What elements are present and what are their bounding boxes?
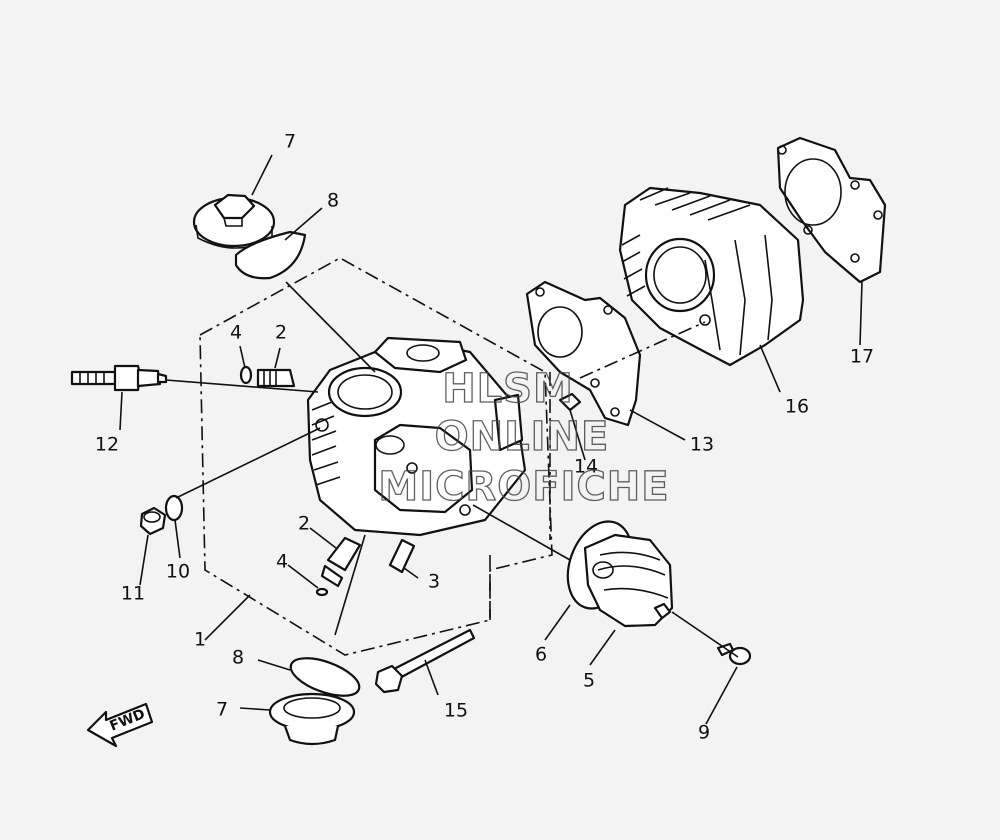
watermark: HLSM ONLINE MICROFICHE — [378, 365, 670, 510]
callout-8-bottom: 8 — [232, 647, 244, 669]
stud-bolt — [374, 628, 476, 694]
dowel-pin — [388, 538, 416, 574]
small-ring-upper — [239, 365, 253, 385]
callout-16: 16 — [785, 396, 809, 418]
callout-7-bottom: 7 — [216, 699, 228, 721]
washer — [164, 494, 184, 522]
callout-12: 12 — [95, 434, 119, 456]
valve-guide-upper — [256, 368, 296, 388]
small-ring-lower — [315, 587, 329, 597]
base-gasket — [776, 136, 887, 284]
callout-2-lower: 2 — [298, 513, 310, 535]
callout-4-lower: 4 — [276, 551, 288, 573]
leader-lines — [119, 154, 863, 725]
cylinder — [618, 186, 805, 367]
o-ring-bottom — [289, 657, 361, 697]
callout-3: 3 — [428, 571, 440, 593]
callout-labels: 7 8 4 2 12 10 11 2 4 3 1 8 7 15 6 5 9 14… — [95, 131, 874, 744]
callout-7-top: 7 — [284, 131, 296, 153]
callout-14: 14 — [574, 456, 598, 478]
callout-6: 6 — [535, 644, 547, 666]
valve-guide-lower — [320, 536, 362, 588]
callout-9: 9 — [698, 722, 710, 744]
callout-5: 5 — [583, 670, 595, 692]
callout-13: 13 — [690, 434, 714, 456]
cap-top — [192, 193, 276, 249]
callout-15: 15 — [444, 700, 468, 722]
callout-10: 10 — [166, 561, 190, 583]
forward-direction-arrow: FWD — [86, 702, 154, 748]
assembly-boundary — [199, 257, 553, 656]
head-gasket — [525, 280, 642, 427]
callout-11: 11 — [121, 583, 145, 605]
o-ring-top — [234, 230, 307, 280]
callout-17: 17 — [850, 346, 874, 368]
cylinder-head — [306, 336, 527, 537]
watermark-line-2: ONLINE — [435, 414, 610, 460]
watermark-line-3: MICROFICHE — [378, 464, 669, 510]
drain-plug — [139, 506, 167, 536]
cap-bottom — [268, 692, 356, 746]
callout-1: 1 — [194, 629, 206, 651]
dowel-14 — [558, 392, 582, 412]
side-cover — [583, 533, 674, 628]
callout-4-upper: 4 — [230, 322, 242, 344]
callout-2-upper: 2 — [275, 322, 287, 344]
callout-8-top: 8 — [327, 190, 339, 212]
watermark-line-1: HLSM — [442, 366, 574, 412]
spark-plug — [70, 364, 168, 392]
